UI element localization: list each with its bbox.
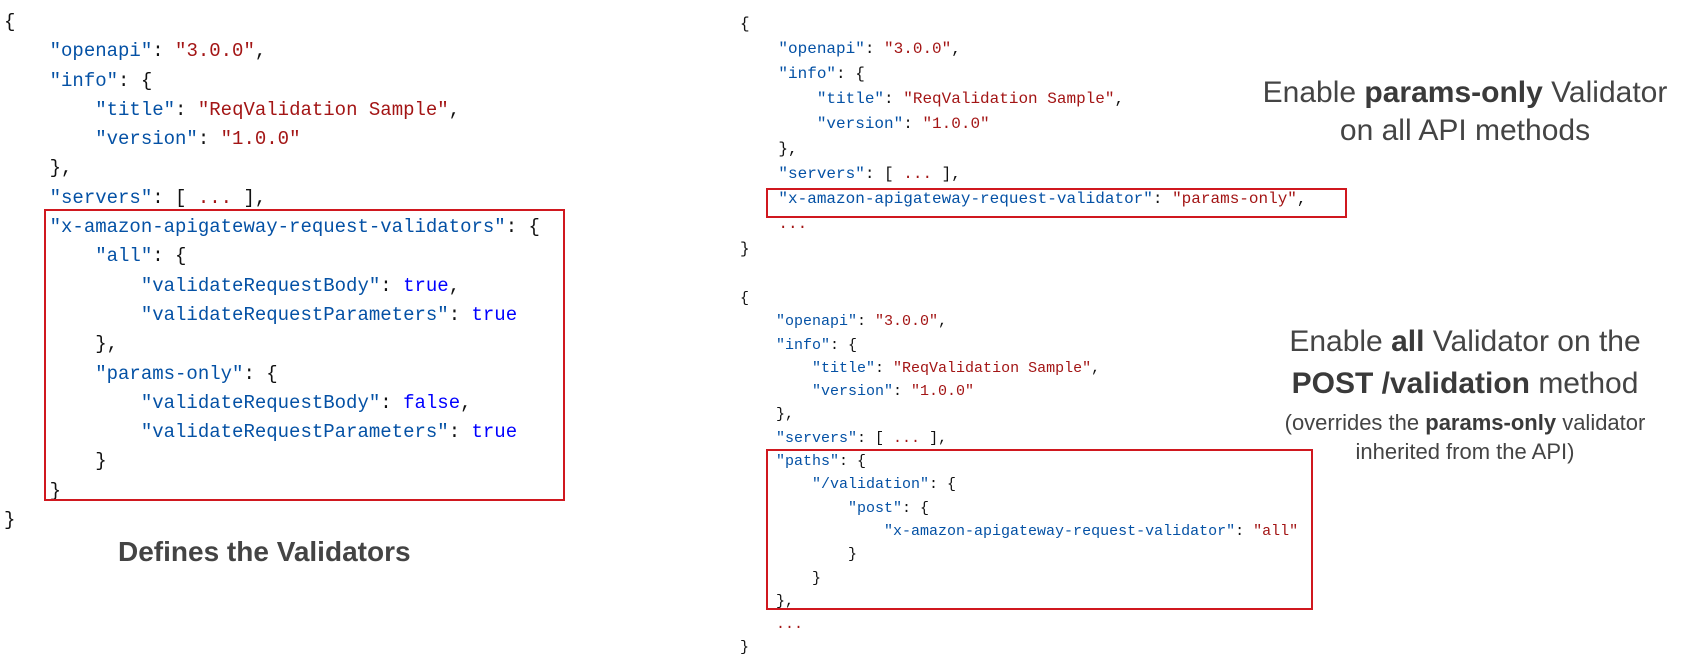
code-line: "x-amazon-apigateway-request-validator":… [884, 522, 1299, 540]
validators-highlight-box [44, 209, 565, 501]
code-line: ... [778, 215, 808, 233]
code-line: "x-amazon-apigateway-request-validators"… [49, 216, 540, 239]
code-line: }, [49, 157, 73, 180]
code-line: "openapi": "3.0.0", [778, 40, 961, 58]
code-line: }, [778, 140, 798, 158]
code-line: "openapi": "3.0.0", [776, 313, 948, 331]
code-line: "title": "ReqValidation Sample", [816, 90, 1125, 108]
code-line: } [812, 569, 822, 587]
method-level-validator-code: { "openapi": "3.0.0", "info": { "title":… [740, 287, 1298, 660]
code-line: }, [776, 592, 795, 610]
code-line: }, [776, 406, 795, 424]
code-line: "servers": [ ... ], [776, 429, 948, 447]
code-line: { [4, 11, 16, 33]
code-line: "version": "1.0.0" [816, 115, 990, 133]
validators-definition-code: { "openapi": "3.0.0", "info": { "title":… [4, 8, 540, 535]
code-line: "all": { [95, 245, 187, 268]
code-line: ... [776, 616, 804, 634]
code-line: } [848, 546, 858, 564]
code-line: "info": { [49, 69, 153, 92]
code-line: } [740, 639, 750, 657]
code-line: { [740, 15, 750, 33]
code-line: "validateRequestParameters": true [140, 303, 518, 326]
code-line: } [49, 479, 62, 502]
code-line: "/validation": { [812, 476, 957, 494]
code-line: "info": { [778, 65, 865, 83]
method-validator-highlight-box [766, 449, 1313, 610]
code-line: "servers": [ ... ], [49, 186, 267, 209]
code-line: "servers": [ ... ], [778, 165, 961, 183]
code-line: "version": "1.0.0" [812, 383, 975, 401]
code-line: "validateRequestBody": false, [140, 391, 472, 414]
code-line: "x-amazon-apigateway-request-validator":… [778, 190, 1307, 208]
code-line: } [95, 450, 107, 473]
code-line: "title": "ReqValidation Sample", [812, 359, 1101, 377]
code-line: }, [95, 333, 119, 356]
code-line: "title": "ReqValidation Sample", [95, 98, 461, 121]
code-line: } [4, 509, 16, 532]
code-line: "validateRequestParameters": true [140, 421, 518, 444]
code-line: "info": { [776, 336, 858, 354]
api-validator-highlight-box [766, 188, 1347, 218]
code-line: "params-only": { [95, 362, 278, 385]
caption-defines-validators: Defines the Validators [118, 536, 411, 567]
code-line: { [740, 290, 750, 307]
code-line: "post": { [848, 499, 930, 517]
code-line: "version": "1.0.0" [95, 128, 301, 151]
code-line: "validateRequestBody": true, [140, 274, 461, 297]
code-line: "paths": { [776, 453, 867, 471]
code-line: } [740, 240, 750, 258]
code-line: "openapi": "3.0.0", [49, 40, 267, 63]
api-level-validator-code: { "openapi": "3.0.0", "info": { "title":… [740, 12, 1307, 262]
